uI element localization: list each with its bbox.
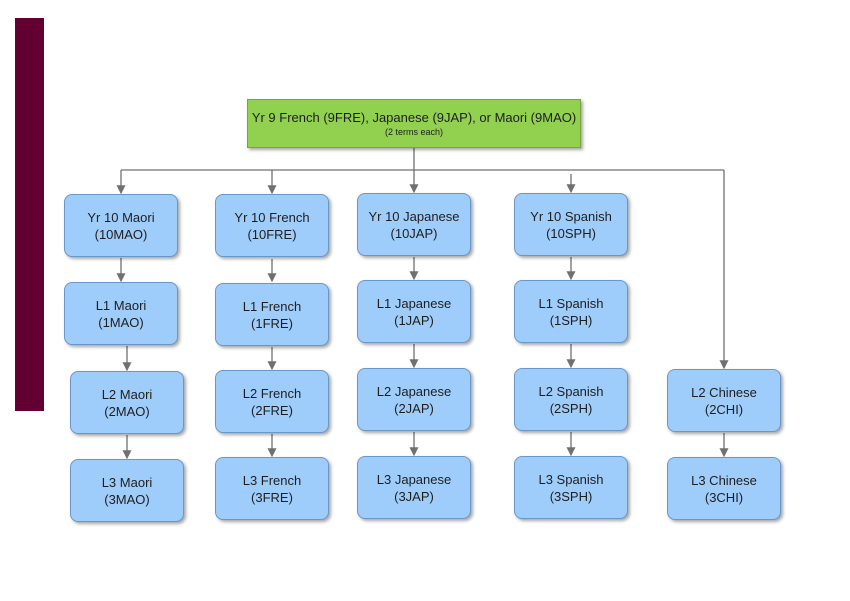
node-code: (10FRE) [247,226,297,242]
node-code: (3MAO) [104,491,150,507]
node-code: (2CHI) [704,401,744,417]
node-label: L3 Japanese [376,471,452,487]
node-code: (1SPH) [549,312,593,328]
node-l1-french: L1 French (1FRE) [215,283,329,346]
node-code: (10JAP) [390,225,438,241]
node-code: (1FRE) [251,315,293,331]
node-l3-japanese: L3 Japanese (3JAP) [357,456,471,519]
node-code: (3CHI) [704,489,744,505]
node-label: L2 Spanish [538,383,604,399]
node-label: L3 Spanish [538,471,604,487]
node-yr10-french: Yr 10 French (10FRE) [215,194,329,257]
root-subtitle: (2 terms each) [384,126,444,137]
node-code: (3JAP) [394,488,434,504]
root-node-year9: Yr 9 French (9FRE), Japanese (9JAP), or … [247,99,581,148]
node-code: (2MAO) [104,403,150,419]
node-label: L3 Chinese [691,472,757,488]
node-label: Yr 10 Japanese [368,208,460,224]
node-label: L1 Maori [95,297,147,313]
node-l1-maori: L1 Maori (1MAO) [64,282,178,345]
node-yr10-spanish: Yr 10 Spanish (10SPH) [514,193,628,256]
node-yr10-maori: Yr 10 Maori (10MAO) [64,194,178,257]
node-l1-japanese: L1 Japanese (1JAP) [357,280,471,343]
node-label: Yr 10 Maori [87,209,155,225]
node-label: L3 French [242,472,302,488]
node-code: (10SPH) [546,225,596,241]
node-label: L1 Japanese [376,295,452,311]
node-label: L2 Maori [101,386,153,402]
node-l3-chinese: L3 Chinese (3CHI) [667,457,781,520]
node-l3-maori: L3 Maori (3MAO) [70,459,184,522]
node-code: (2FRE) [251,402,293,418]
node-l2-spanish: L2 Spanish (2SPH) [514,368,628,431]
node-code: (2JAP) [394,400,434,416]
node-l3-spanish: L3 Spanish (3SPH) [514,456,628,519]
accent-side-bar [15,18,44,411]
node-code: (1MAO) [98,314,144,330]
node-l2-maori: L2 Maori (2MAO) [70,371,184,434]
root-title: Yr 9 French (9FRE), Japanese (9JAP), or … [251,109,577,125]
node-label: Yr 10 French [234,209,310,225]
node-l1-spanish: L1 Spanish (1SPH) [514,280,628,343]
node-label: L1 Spanish [538,295,604,311]
node-label: L3 Maori [101,474,153,490]
node-l3-french: L3 French (3FRE) [215,457,329,520]
node-code: (10MAO) [94,226,148,242]
node-label: L2 Japanese [376,383,452,399]
node-label: L2 French [242,385,302,401]
node-label: L1 French [242,298,302,314]
node-yr10-japanese: Yr 10 Japanese (10JAP) [357,193,471,256]
node-code: (2SPH) [549,400,593,416]
node-code: (3SPH) [549,488,593,504]
node-l2-chinese: L2 Chinese (2CHI) [667,369,781,432]
node-code: (1JAP) [394,312,434,328]
node-label: L2 Chinese [691,384,757,400]
node-l2-japanese: L2 Japanese (2JAP) [357,368,471,431]
node-label: Yr 10 Spanish [530,208,612,224]
node-code: (3FRE) [251,489,293,505]
node-l2-french: L2 French (2FRE) [215,370,329,433]
